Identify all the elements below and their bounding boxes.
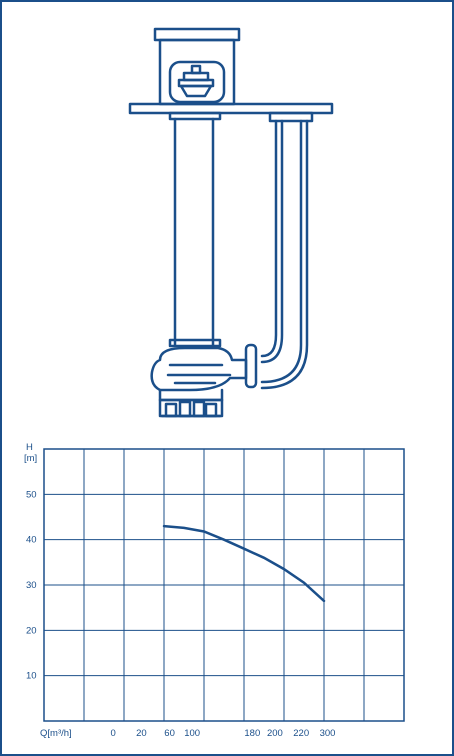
discharge-flange [268,111,314,123]
y-tick-label: 50 [26,489,37,500]
motor-window [168,60,226,104]
y-tick-labels: 10 20 30 40 50 [26,489,37,681]
x-tick-label: 300 [320,728,336,739]
y-tick-label: 10 [26,671,37,682]
y-tick-label: 30 [26,580,37,591]
pump-drawing [128,27,334,418]
x-tick-label: 0 [111,728,116,739]
volute-casing [150,346,248,402]
mounting-plate [128,102,334,115]
x-tick-label: 200 [267,728,283,739]
x-tick-labels: 0 20 60 100 180 200 220 300 [111,728,336,739]
x-tick-label: 20 [136,728,147,739]
x-tick-label: 100 [184,728,200,739]
y-axis-unit: [m] [24,453,37,464]
motor-icon [177,64,215,98]
x-tick-label: 60 [164,728,175,739]
x-tick-label: 180 [244,728,260,739]
head-flow-curve [162,524,326,603]
intake-strainer [158,398,224,418]
chart-grid [43,448,405,722]
y-axis-label: H [26,442,33,453]
x-axis-label: Q[m³/h] [40,728,72,739]
y-tick-label: 40 [26,535,37,546]
y-tick-label: 20 [26,625,37,636]
column-flange-top [168,111,222,121]
x-tick-label: 220 [293,728,309,739]
column-flange-bottom [168,338,222,348]
